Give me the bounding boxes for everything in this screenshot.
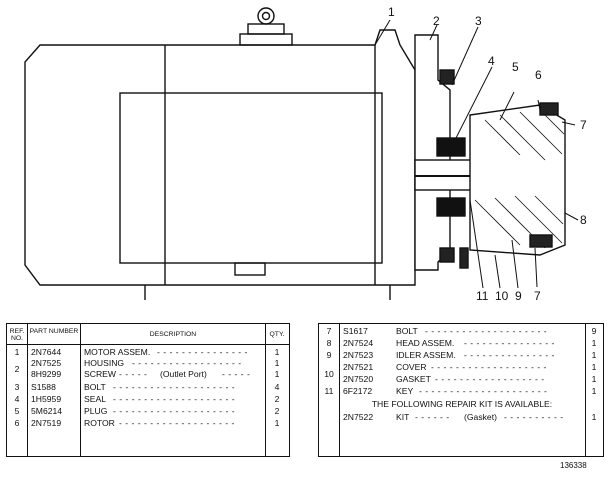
ref-cell: 5 — [14, 406, 20, 416]
qty-cell: 9 — [591, 326, 597, 336]
callout-4: 4 — [488, 54, 495, 68]
table-row: 2N7522 KIT - - - - - - (Gasket) - - - - … — [319, 412, 603, 423]
part-cell: 2N7519 — [31, 418, 62, 428]
qty-cell: 4 — [274, 382, 280, 392]
callout-8: 8 — [580, 213, 587, 227]
qty-cell: 1 — [591, 412, 597, 422]
qty-cell: 1 — [591, 386, 597, 396]
ref-cell: 4 — [14, 394, 20, 404]
table-row: 7 S1617 BOLT - - - - - - - - - - - - - -… — [319, 326, 603, 337]
seal-upper — [436, 137, 466, 157]
ref-cell: 1 — [14, 347, 20, 357]
seal-lower — [436, 197, 466, 217]
qty-cell: 1 — [274, 369, 280, 379]
desc-cell: BOLT — [84, 382, 106, 392]
table-row: 4 1H5959 SEAL - - - - - - - - - - - - - … — [7, 394, 289, 405]
callout-9: 9 — [515, 289, 522, 303]
ref-cell: 7 — [326, 326, 332, 336]
part-cell: 2N7525 — [31, 358, 62, 368]
desc-cell: BOLT — [396, 326, 418, 336]
table-row: 2N7525 HOUSING - - - - - - - - - - - - -… — [7, 358, 289, 369]
header-description: DESCRIPTION — [149, 331, 197, 338]
qty-cell: 2 — [274, 406, 280, 416]
ref-cell: 3 — [14, 382, 20, 392]
qty-cell: 1 — [274, 358, 280, 368]
part-cell: S1588 — [31, 382, 56, 392]
desc-cell: HEAD ASSEM. — [396, 338, 455, 348]
table-row: 10 2N7520 GASKET - - - - - - - - - - - -… — [319, 369, 603, 385]
part-cell: 2N7521 — [343, 362, 374, 372]
callout-11: 11 — [476, 289, 489, 303]
ref-cell: 9 — [326, 350, 332, 360]
callout-5: 5 — [512, 60, 519, 74]
pump-head — [469, 104, 566, 256]
callout-7b: 7 — [534, 289, 541, 303]
ref-cell: 10 — [324, 369, 334, 379]
qty-cell: 1 — [591, 362, 597, 372]
table-row: 5 5M6214 PLUG - - - - - - - - - - - - - … — [7, 406, 289, 417]
table-row: 8 2N7524 HEAD ASSEM. - - - - - - - - - -… — [319, 338, 603, 349]
table-header: REF. NO. PART NUMBER DESCRIPTION QTY. — [7, 324, 289, 345]
ref-cell: 8 — [326, 338, 332, 348]
qty-cell: 1 — [591, 350, 597, 360]
desc-cell: GASKET — [396, 374, 431, 384]
table-row: 6 2N7519 ROTOR - - - - - - - - - - - - -… — [7, 418, 289, 429]
desc-cell: COVER — [396, 362, 427, 372]
qty-cell: 1 — [274, 347, 280, 357]
qty-cell: 1 — [591, 374, 597, 384]
table-row: 2 8H9299 SCREW - - - - - (Outlet Port) -… — [7, 364, 289, 380]
desc-note-cell: (Gasket) — [464, 412, 497, 422]
desc-cell: SCREW — [84, 369, 116, 379]
desc-cell: MOTOR ASSEM. — [84, 347, 151, 357]
desc-cell: ROTOR — [84, 418, 115, 428]
ref-cell: 11 — [324, 386, 334, 396]
motor-base — [144, 285, 391, 300]
callout-1: 1 — [388, 5, 395, 19]
parts-table-left: REF. NO. PART NUMBER DESCRIPTION QTY. 1 … — [6, 323, 290, 457]
desc-cell: HOUSING — [84, 358, 125, 368]
header-part-number: PART NUMBER — [29, 328, 79, 335]
part-cell: 5M6214 — [31, 406, 63, 416]
header-qty: QTY. — [269, 331, 285, 338]
callout-2: 2 — [433, 14, 440, 28]
ref-cell: 2 — [14, 364, 20, 374]
part-cell: 2N7523 — [343, 350, 374, 360]
table-row: 9 2N7523 IDLER ASSEM. - - - - - - - - - … — [319, 350, 603, 361]
part-cell: 2N7644 — [31, 347, 62, 357]
callout-3: 3 — [475, 14, 482, 28]
desc-cell: IDLER ASSEM. — [396, 350, 456, 360]
table-row: 1 2N7644 MOTOR ASSEM. - - - - - - - - - … — [7, 347, 289, 358]
desc-cell: KEY — [396, 386, 414, 396]
qty-cell: 1 — [274, 418, 280, 428]
parts-table-right: 7 S1617 BOLT - - - - - - - - - - - - - -… — [318, 323, 604, 457]
callout-10: 10 — [495, 289, 509, 303]
lifting-eye — [239, 7, 293, 46]
part-cell: 2N7522 — [343, 412, 374, 422]
ref-cell: 6 — [14, 418, 20, 428]
table-row: 2N7521 COVER - - - - - - - - - - - - - -… — [319, 362, 603, 373]
table-row: 11 6F2172 KEY - - - - - - - - - - - - - … — [319, 386, 603, 397]
terminal-box — [119, 92, 383, 264]
repair-kit-notice: THE FOLLOWING REPAIR KIT IS AVAILABLE: — [371, 399, 553, 409]
desc-cell: KIT — [396, 412, 410, 422]
qty-cell: 1 — [591, 338, 597, 348]
part-cell: 8H9299 — [31, 369, 62, 379]
part-cell: 2N7524 — [343, 338, 374, 348]
figure-id: 136338 — [560, 461, 587, 470]
part-cell: 6F2172 — [343, 386, 373, 396]
callout-6: 6 — [535, 68, 542, 82]
callout-7: 7 — [580, 118, 587, 132]
desc-cell: SEAL — [84, 394, 106, 404]
motor-body — [24, 29, 416, 286]
desc-cell: PLUG — [84, 406, 108, 416]
part-cell: S1617 — [343, 326, 368, 336]
part-cell: 2N7520 — [343, 374, 374, 384]
table-row: 3 S1588 BOLT - - - - - - - - - - - - - -… — [7, 382, 289, 393]
part-cell: 1H5959 — [31, 394, 62, 404]
desc-note-cell: (Outlet Port) — [160, 369, 207, 379]
pump-assembly-drawing — [24, 7, 579, 300]
header-ref-no: REF. NO. — [9, 328, 25, 342]
qty-cell: 2 — [274, 394, 280, 404]
